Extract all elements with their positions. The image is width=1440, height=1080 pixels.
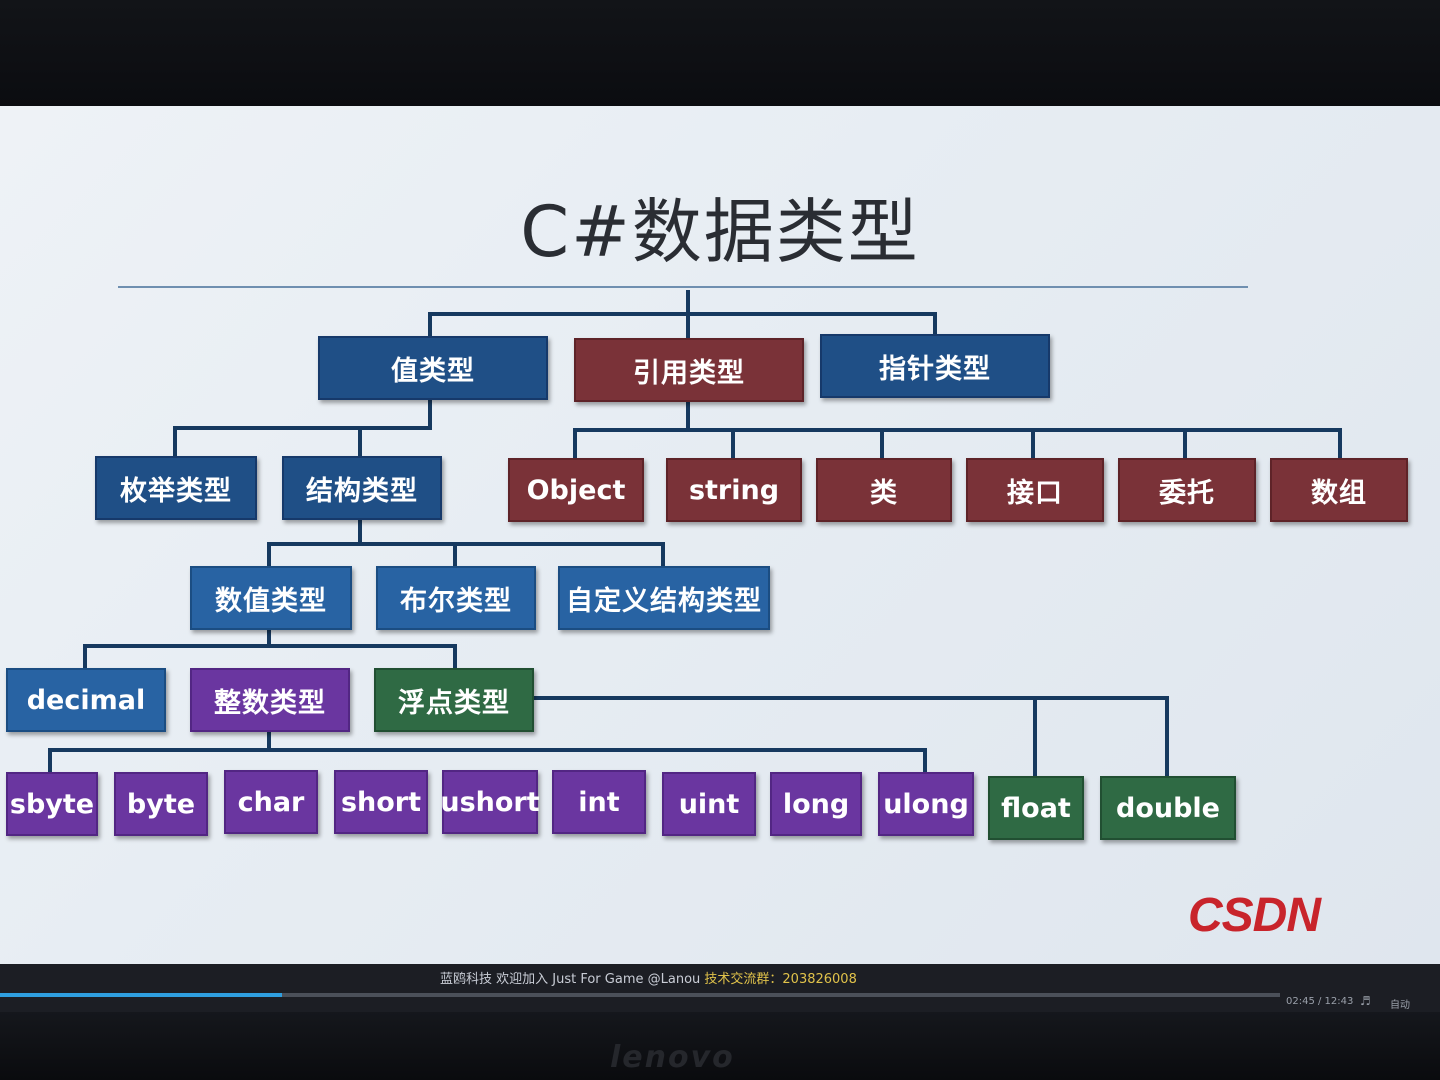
int-char-label: char — [237, 786, 305, 818]
struct-type-label: 结构类型 — [306, 475, 418, 507]
ref-class-label: 类 — [870, 477, 898, 509]
float-float-label: float — [1001, 792, 1071, 824]
ref-string-box: string — [666, 458, 802, 522]
bool-type-box: 布尔类型 — [376, 566, 536, 630]
int-int-box: int — [552, 770, 646, 834]
custom-struct-box: 自定义结构类型 — [558, 566, 770, 630]
reference-type-box: 引用类型 — [574, 338, 804, 402]
enum-type-box: 枚举类型 — [95, 456, 257, 520]
bool-type-label: 布尔类型 — [400, 585, 512, 617]
int-sbyte-box: sbyte — [6, 772, 98, 836]
ref-delegate-box: 委托 — [1118, 458, 1256, 522]
pointer-type-label: 指针类型 — [879, 353, 991, 385]
ref-interface-box: 接口 — [966, 458, 1104, 522]
decimal-label: decimal — [26, 684, 146, 716]
enum-type-label: 枚举类型 — [120, 475, 232, 507]
ref-object-box: Object — [508, 458, 644, 522]
custom-struct-label: 自定义结构类型 — [566, 585, 762, 617]
int-byte-label: byte — [126, 788, 196, 820]
ref-interface-label: 接口 — [1007, 477, 1063, 509]
int-long-label: long — [782, 788, 850, 820]
monitor-bezel-top — [0, 0, 1440, 108]
presentation-slide: C#数据类型 — [0, 106, 1440, 964]
int-uint-label: uint — [678, 788, 740, 820]
int-uint-box: uint — [662, 772, 756, 836]
progress-track[interactable] — [0, 993, 1280, 997]
float-float-box: float — [988, 776, 1084, 840]
timecode: 02:45 / 12:43 — [1286, 996, 1354, 1007]
csdn-logo: CSDN — [1188, 889, 1321, 942]
ref-array-box: 数组 — [1270, 458, 1408, 522]
int-ulong-label: ulong — [883, 788, 969, 820]
decimal-box: decimal — [6, 668, 166, 732]
numeric-type-label: 数值类型 — [215, 585, 327, 617]
monitor-brand: lenovo — [610, 1040, 735, 1075]
int-short-label: short — [340, 786, 422, 818]
progress-fill — [0, 993, 282, 997]
ref-class-box: 类 — [816, 458, 952, 522]
int-ulong-box: ulong — [878, 772, 974, 836]
int-ushort-box: ushort — [440, 770, 540, 834]
ticker-text: 蓝鸥科技 欢迎加入 Just For Game @Lanou — [440, 972, 701, 987]
reference-type-label: 引用类型 — [633, 357, 745, 389]
numeric-type-box: 数值类型 — [190, 566, 352, 630]
float-type-label: 浮点类型 — [398, 687, 510, 719]
ref-string-label: string — [688, 474, 780, 506]
float-double-box: double — [1100, 776, 1236, 840]
auto-quality-label[interactable]: 自动 — [1390, 1000, 1410, 1011]
monitor-bezel-bottom — [0, 1012, 1440, 1080]
int-int-label: int — [578, 786, 620, 818]
title-divider — [118, 286, 1248, 288]
float-type-box: 浮点类型 — [374, 668, 534, 732]
int-ushort-label: ushort — [440, 786, 540, 818]
speaker-icon[interactable]: ♬ — [1360, 994, 1371, 1008]
struct-type-box: 结构类型 — [282, 456, 442, 520]
integer-type-label: 整数类型 — [214, 687, 326, 719]
integer-type-box: 整数类型 — [190, 668, 350, 732]
int-sbyte-label: sbyte — [9, 788, 95, 820]
int-char-box: char — [224, 770, 318, 834]
int-byte-box: byte — [114, 772, 208, 836]
ticker-highlight: 技术交流群：203826008 — [704, 972, 857, 987]
int-short-box: short — [334, 770, 428, 834]
ref-delegate-label: 委托 — [1159, 477, 1215, 509]
pointer-type-box: 指针类型 — [820, 334, 1050, 398]
tree-connectors — [48, 290, 1342, 776]
ref-object-label: Object — [526, 474, 626, 506]
slide-title: C#数据类型 — [520, 191, 920, 273]
float-double-label: double — [1116, 792, 1220, 824]
video-player-bar — [0, 964, 1440, 1012]
value-type-box: 值类型 — [318, 336, 548, 400]
player-ticker: 蓝鸥科技 欢迎加入 Just For Game @Lanou 技术交流群：203… — [440, 968, 857, 987]
int-long-box: long — [770, 772, 862, 836]
ref-array-label: 数组 — [1311, 477, 1367, 509]
value-type-label: 值类型 — [391, 355, 475, 387]
